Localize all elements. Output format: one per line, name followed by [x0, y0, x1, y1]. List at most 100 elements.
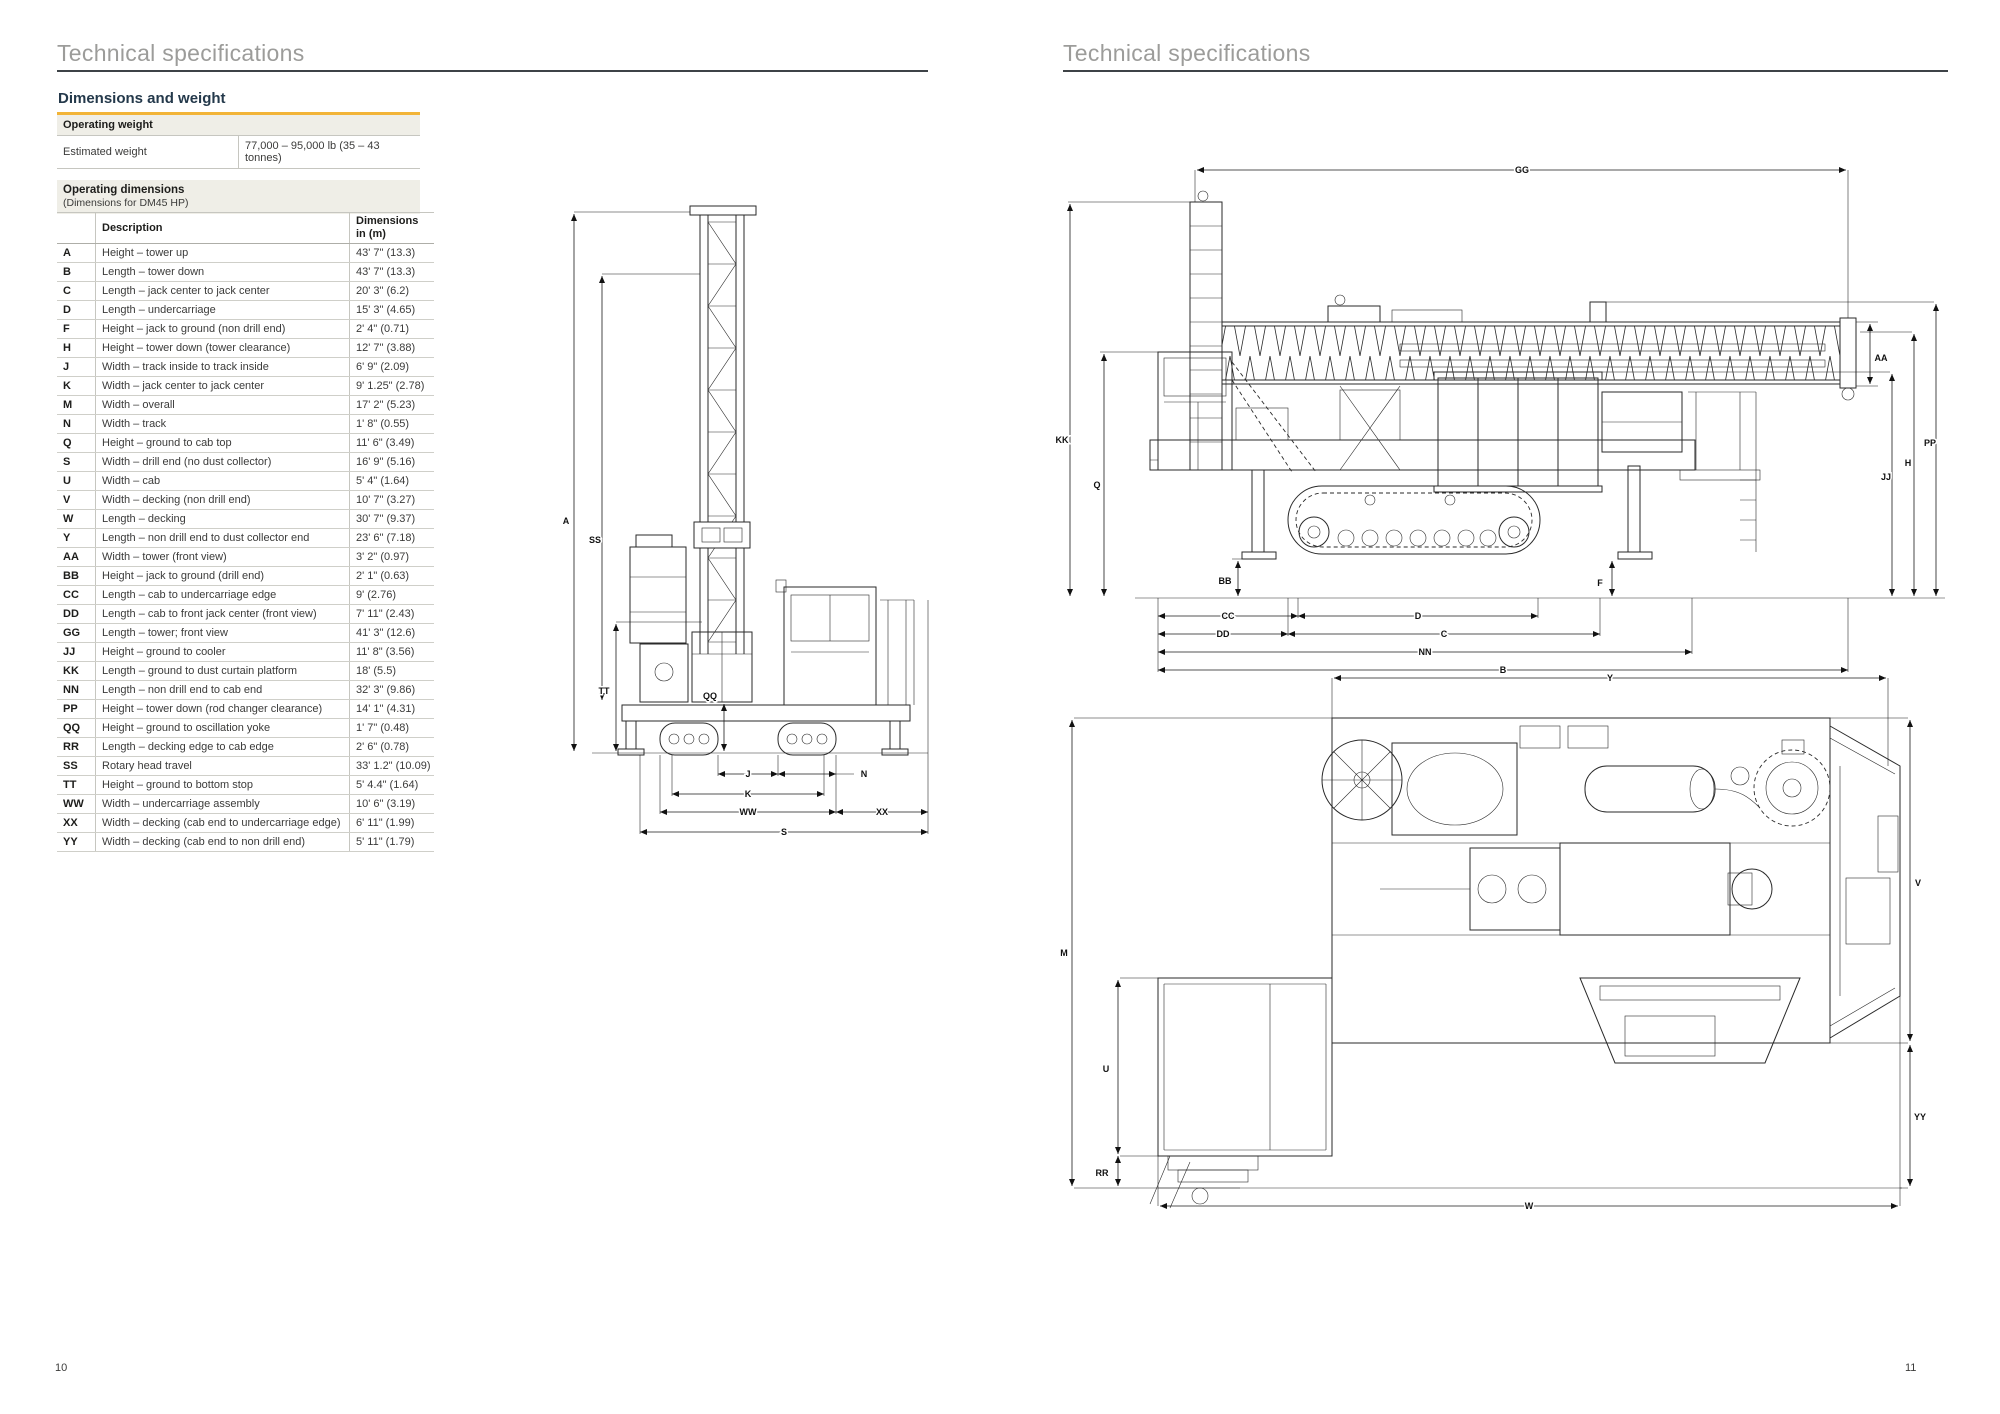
dim-label-M: M [1060, 948, 1068, 958]
row-description: Height – ground to bottom stop [95, 775, 350, 795]
dim-label-SS: SS [589, 535, 601, 545]
row-code: A [57, 243, 96, 263]
plan-view-dimensions: Y M U RR V YY W [1059, 672, 1928, 1213]
table-row: M Width – overall 17' 2" (5.23) [57, 395, 434, 415]
table-row: B Length – tower down 43' 7" (13.3) [57, 262, 434, 282]
row-code: D [57, 300, 96, 320]
row-code: PP [57, 699, 96, 719]
row-value: 5' 4" (1.64) [349, 471, 434, 491]
row-code: TT [57, 775, 96, 795]
table-row: NN Length – non drill end to cab end 32'… [57, 680, 434, 700]
page-title-left: Technical specifications [57, 40, 305, 66]
row-code: QQ [57, 718, 96, 738]
row-value: 17' 2" (5.23) [349, 395, 434, 415]
table-row: J Width – track inside to track inside 6… [57, 357, 434, 377]
row-code: YY [57, 832, 96, 852]
col-header-description: Description [95, 212, 350, 244]
row-description: Width – decking (cab end to non drill en… [95, 832, 350, 852]
row-description: Height – ground to cab top [95, 433, 350, 453]
dim-label-D: D [1415, 611, 1422, 621]
row-description: Height – ground to cooler [95, 642, 350, 662]
row-value: 11' 8" (3.56) [349, 642, 434, 662]
row-value: 2' 4" (0.71) [349, 319, 434, 339]
row-value: 23' 6" (7.18) [349, 528, 434, 548]
table-row: BB Height – jack to ground (drill end) 2… [57, 566, 434, 586]
row-value: 15' 3" (4.65) [349, 300, 434, 320]
row-code: BB [57, 566, 96, 586]
row-value: 12' 7" (3.88) [349, 338, 434, 358]
table-row: Estimated weight 77,000 – 95,000 lb (35 … [57, 135, 420, 169]
row-value: 14' 1" (4.31) [349, 699, 434, 719]
row-description: Height – tower down (rod changer clearan… [95, 699, 350, 719]
row-code: K [57, 376, 96, 396]
table-row: JJ Height – ground to cooler 11' 8" (3.5… [57, 642, 434, 662]
col-header-dimensions-line1: Dimensions [356, 215, 419, 228]
dim-label-W: W [1525, 1201, 1534, 1211]
table-row: RR Length – decking edge to cab edge 2' … [57, 737, 434, 757]
row-description: Height – tower down (tower clearance) [95, 338, 350, 358]
row-code: J [57, 357, 96, 377]
row-description: Width – jack center to jack center [95, 376, 350, 396]
dim-label-K: K [745, 789, 752, 799]
row-value: 6' 9" (2.09) [349, 357, 434, 377]
row-description: Width – decking (non drill end) [95, 490, 350, 510]
row-value: 2' 6" (0.78) [349, 737, 434, 757]
dim-label-AA: AA [1875, 353, 1888, 363]
dim-label-QQ: QQ [703, 691, 717, 701]
table-row: H Height – tower down (tower clearance) … [57, 338, 434, 358]
row-description: Length – tower; front view [95, 623, 350, 643]
table-row: K Width – jack center to jack center 9' … [57, 376, 434, 396]
table-row: DD Length – cab to front jack center (fr… [57, 604, 434, 624]
dim-label-Y: Y [1607, 673, 1613, 683]
row-description: Width – track [95, 414, 350, 434]
row-code: AA [57, 547, 96, 567]
dim-label-TT: TT [599, 686, 610, 696]
row-value: 1' 7" (0.48) [349, 718, 434, 738]
table-row: Q Height – ground to cab top 11' 6" (3.4… [57, 433, 434, 453]
table-header-row: Description Dimensions in (m) [57, 212, 434, 244]
dim-label-CC: CC [1222, 611, 1235, 621]
row-description: Width – overall [95, 395, 350, 415]
table-row: SS Rotary head travel 33' 1.2" (10.09) [57, 756, 434, 776]
row-description: Length – cab to undercarriage edge [95, 585, 350, 605]
operating-weight-table: Operating weight Estimated weight 77,000… [57, 112, 420, 169]
table-row: CC Length – cab to undercarriage edge 9'… [57, 585, 434, 605]
table-row: TT Height – ground to bottom stop 5' 4.4… [57, 775, 434, 795]
row-code: U [57, 471, 96, 491]
table-row: S Width – drill end (no dust collector) … [57, 452, 434, 472]
row-code: B [57, 262, 96, 282]
row-code: S [57, 452, 96, 472]
plan-view-drawing: Y M U RR V YY W [1059, 672, 1928, 1213]
row-code: KK [57, 661, 96, 681]
row-value: 7' 11" (2.43) [349, 604, 434, 624]
row-value: 43' 7" (13.3) [349, 243, 434, 263]
row-code: H [57, 338, 96, 358]
dim-label-H: H [1905, 458, 1912, 468]
table-row: KK Length – ground to dust curtain platf… [57, 661, 434, 681]
dim-label-F: F [1597, 578, 1603, 588]
row-description: Length – undercarriage [95, 300, 350, 320]
row-value: 18' (5.5) [349, 661, 434, 681]
row-value: 77,000 – 95,000 lb (35 – 43 tonnes) [238, 135, 420, 169]
dim-label-C: C [1441, 629, 1448, 639]
row-description: Length – cab to front jack center (front… [95, 604, 350, 624]
row-description: Width – undercarriage assembly [95, 794, 350, 814]
row-description: Length – ground to dust curtain platform [95, 661, 350, 681]
row-description: Height – jack to ground (non drill end) [95, 319, 350, 339]
row-value: 32' 3" (9.86) [349, 680, 434, 700]
table-row: N Width – track 1' 8" (0.55) [57, 414, 434, 434]
section-title: Dimensions and weight [58, 90, 226, 107]
row-description: Length – tower down [95, 262, 350, 282]
dim-label-DD: DD [1217, 629, 1230, 639]
row-code: XX [57, 813, 96, 833]
table-row: YY Width – decking (cab end to non drill… [57, 832, 434, 852]
row-value: 5' 11" (1.79) [349, 832, 434, 852]
row-code: M [57, 395, 96, 415]
row-value: 1' 8" (0.55) [349, 414, 434, 434]
row-description: Height – jack to ground (drill end) [95, 566, 350, 586]
table-row: V Width – decking (non drill end) 10' 7"… [57, 490, 434, 510]
table-row: C Length – jack center to jack center 20… [57, 281, 434, 301]
col-header-dimensions: Dimensions in (m) [349, 212, 434, 244]
dim-label-JJ: JJ [1881, 472, 1891, 482]
table-row: QQ Height – ground to oscillation yoke 1… [57, 718, 434, 738]
